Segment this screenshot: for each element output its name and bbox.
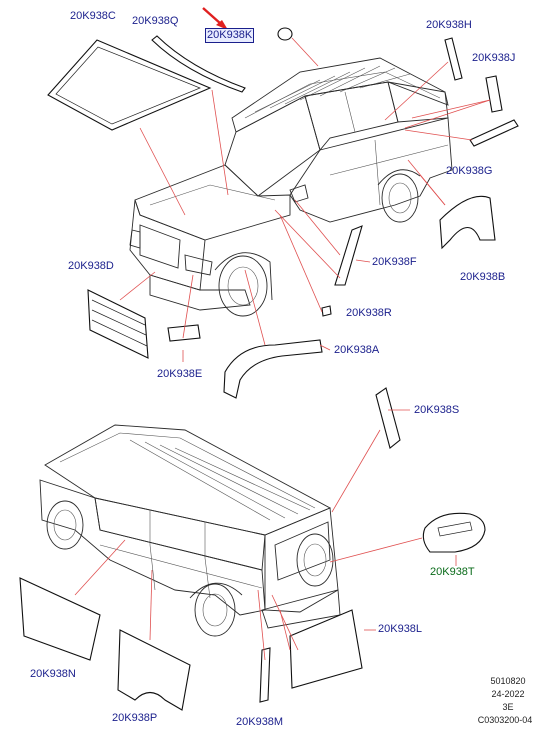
part-label-20K938D[interactable]: 20K938D (68, 260, 114, 272)
sill-strip-part-G (469, 119, 519, 147)
part-label-20K938N[interactable]: 20K938N (30, 668, 76, 680)
part-label-20K938G[interactable]: 20K938G (446, 165, 493, 177)
rear-quarter-panel-part-L (289, 609, 363, 689)
front-vehicle-drawing (129, 57, 453, 317)
part-label-20K938R[interactable]: 20K938R (346, 307, 392, 319)
part-label-20K938B[interactable]: 20K938B (460, 271, 506, 283)
reference-revision: 3E (502, 702, 514, 712)
leader-lines (74, 37, 491, 661)
part-label-20K938E[interactable]: 20K938E (157, 368, 203, 380)
c-pillar-strip-part-M (259, 647, 271, 703)
reference-date: 24-2022 (491, 689, 525, 699)
part-label-20K938J[interactable]: 20K938J (472, 52, 516, 64)
windshield-strip-part-Q (151, 35, 246, 93)
part-label-20K938F[interactable]: 20K938F (372, 256, 417, 268)
pillar-strip-part-J (485, 75, 503, 113)
part-label-20K938H[interactable]: 20K938H (426, 19, 472, 31)
part-label-20K938M[interactable]: 20K938M (236, 716, 284, 728)
d-pillar-strip-part-S (375, 387, 401, 449)
rear-door-panel-part-N (19, 577, 101, 661)
front-wheel-arch-part-A (223, 339, 323, 399)
rear-vehicle-drawing (39, 424, 341, 637)
part-label-20K938A[interactable]: 20K938A (334, 344, 380, 356)
reference-code: C0303200-04 (477, 715, 533, 725)
part-label-20K938C[interactable]: 20K938C (70, 10, 116, 22)
emblem-part-K (277, 27, 293, 41)
grille-part-D (87, 289, 149, 359)
part-label-20K938T[interactable]: 20K938T (430, 566, 475, 578)
door-strip-part-F (334, 225, 363, 286)
reference-number: 5010820 (490, 676, 526, 686)
part-label-20K938K-selected[interactable]: 20K938K (205, 28, 255, 43)
pointer-arrow (202, 7, 228, 30)
part-label-20K938L[interactable]: 20K938L (378, 623, 423, 635)
hood-decal-part-C (47, 39, 212, 131)
rear-wheel-arch-part-B (439, 195, 496, 250)
part-label-20K938Q[interactable]: 20K938Q (132, 15, 179, 27)
part-label-20K938P[interactable]: 20K938P (112, 712, 158, 724)
pillar-strip-part-H (444, 37, 463, 81)
spare-wheel-cover-part-T (422, 512, 486, 553)
part-label-20K938S[interactable]: 20K938S (414, 404, 460, 416)
small-decal-part-R (321, 305, 332, 317)
front-door-panel-part-P (117, 629, 191, 711)
